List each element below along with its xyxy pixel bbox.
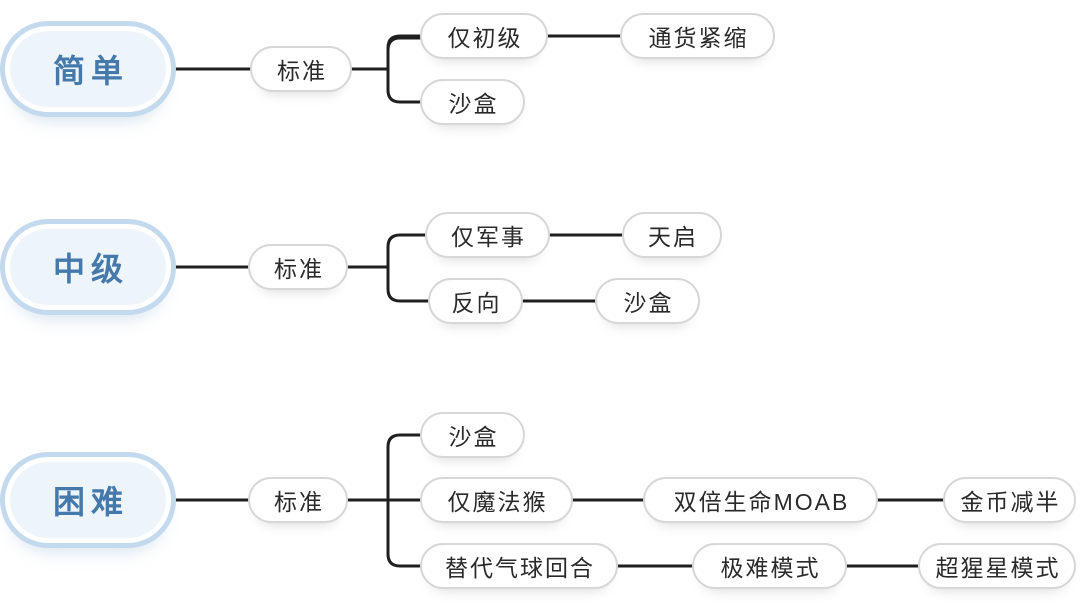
- node-hard[interactable]: 困难: [0, 452, 176, 548]
- node-impoppable[interactable]: 极难模式: [692, 543, 847, 589]
- node-deflation[interactable]: 通货紧缩: [620, 13, 775, 59]
- node-hard-sandbox[interactable]: 沙盒: [420, 412, 525, 458]
- node-half-cash[interactable]: 金币减半: [943, 477, 1076, 523]
- node-medium-standard[interactable]: 标准: [248, 244, 348, 290]
- node-primary-only[interactable]: 仅初级: [420, 13, 548, 59]
- node-double-hp-moabs[interactable]: 双倍生命MOAB: [643, 477, 878, 523]
- edge-branch1-up: [386, 34, 422, 71]
- node-medium-sandbox[interactable]: 沙盒: [595, 278, 700, 324]
- node-easy-standard[interactable]: 标准: [250, 46, 352, 92]
- node-military-only[interactable]: 仅军事: [425, 212, 550, 258]
- edge-branch2-down: [386, 265, 430, 303]
- node-hard-standard[interactable]: 标准: [248, 477, 348, 523]
- node-easy-sandbox[interactable]: 沙盒: [420, 79, 525, 125]
- node-easy[interactable]: 简单: [0, 21, 176, 117]
- edge-branch1-down: [386, 67, 422, 104]
- node-chimps[interactable]: 超猩星模式: [918, 543, 1076, 589]
- edge-branch2-up: [386, 233, 427, 269]
- node-magic-monkeys-only[interactable]: 仅魔法猴: [420, 477, 573, 523]
- edge-branch3-down: [386, 498, 422, 568]
- edge-branch3-up: [386, 433, 422, 502]
- node-medium[interactable]: 中级: [0, 219, 176, 315]
- node-reverse[interactable]: 反向: [428, 278, 523, 324]
- node-alternate-bloons-rounds[interactable]: 替代气球回合: [420, 543, 618, 589]
- node-apopalypse[interactable]: 天启: [622, 212, 722, 258]
